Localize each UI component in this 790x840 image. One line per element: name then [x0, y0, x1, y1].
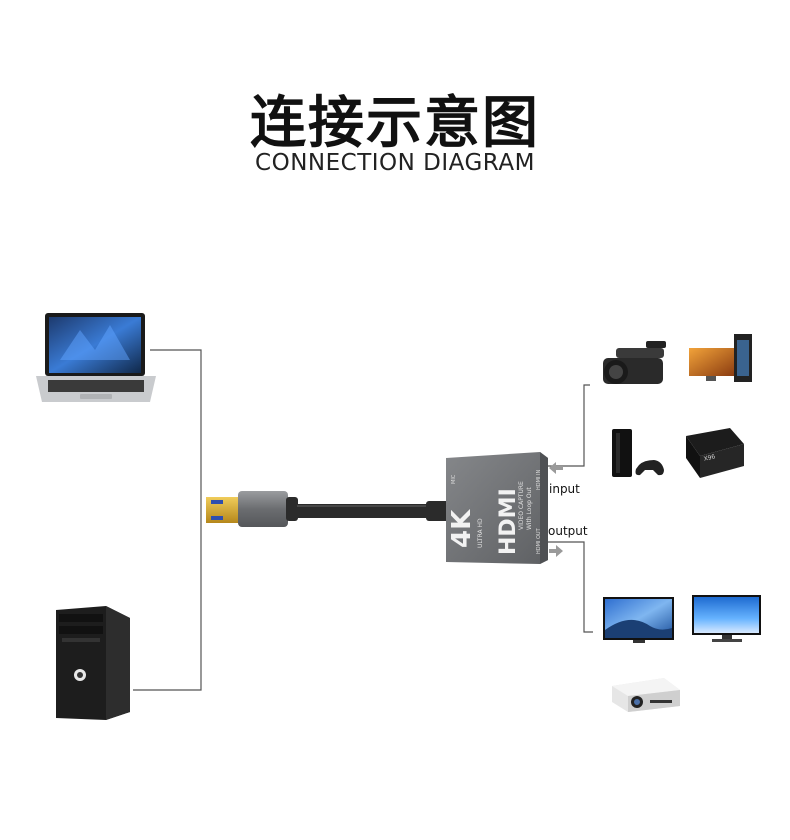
title-chinese: 连接示意图: [250, 91, 540, 156]
game-console-icon: [612, 429, 664, 477]
capture-device: 4K ULTRA HD HDMI VIDEO CAPTURE With Loop…: [446, 452, 548, 564]
gaming-pc-icon: [689, 334, 752, 382]
connection-lines: [133, 349, 593, 691]
usb-connector: [206, 491, 298, 527]
device-capture-text: VIDEO CAPTURE: [518, 481, 525, 530]
tv-box-icon: X96: [686, 428, 744, 478]
svg-text:X96: X96: [703, 453, 716, 463]
output-bracket: [548, 541, 593, 633]
device-port-in-text: HDMI IN: [536, 470, 542, 490]
device-ultra-hd-text: ULTRA HD: [477, 518, 484, 548]
output-label: output: [548, 524, 588, 538]
device-mic-text: MIC: [451, 474, 457, 484]
output-arrow: [549, 545, 563, 557]
device-loop-text: With Loop Out: [526, 487, 533, 530]
title-english: CONNECTION DIAGRAM: [255, 150, 535, 176]
laptop-line: [133, 349, 202, 691]
laptop-icon: [36, 313, 156, 402]
device-port-out-text: HDMI OUT: [536, 527, 542, 554]
input-bracket: [548, 384, 590, 467]
input-label: input: [549, 482, 580, 496]
monitor-icon: [692, 595, 761, 642]
device-hdmi-text: HDMI: [496, 488, 521, 555]
tv-icon: [603, 597, 674, 643]
input-arrow: [549, 462, 563, 474]
usb-cable: [297, 501, 452, 521]
camcorder-icon: [603, 341, 666, 384]
projector-icon: [612, 678, 680, 712]
desktop-tower-icon: [56, 606, 130, 720]
device-4k-text: 4K: [447, 509, 477, 548]
